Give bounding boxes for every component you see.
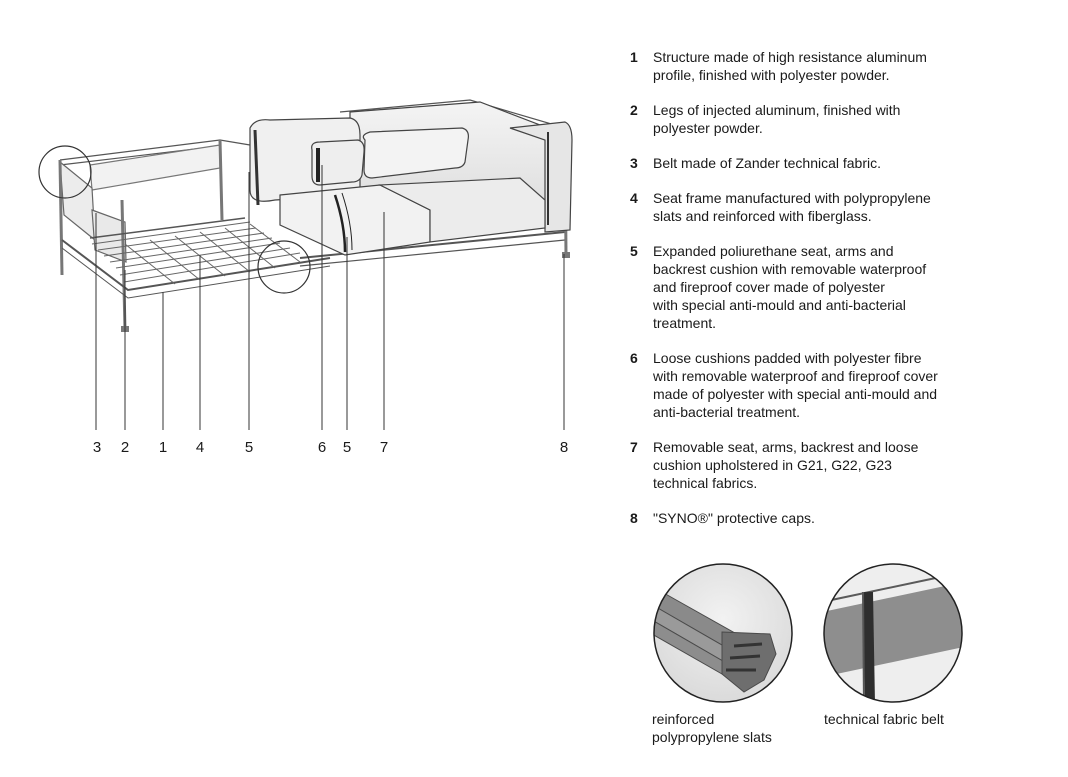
spec-text: Structure made of high resistance alumin… [653,49,927,83]
spec-text: Expanded poliurethane seat, arms and bac… [653,243,927,331]
spec-number: 2 [630,102,638,118]
sofa-diagram: 3 2 1 4 5 6 5 7 8 [0,0,600,470]
leader-lines [95,165,565,430]
callout-5a: 5 [244,439,254,456]
spec-number: 1 [630,49,638,65]
spec-text: "SYNO®" protective caps. [653,510,815,526]
callout-1: 1 [158,439,168,456]
spec-number: 3 [630,155,638,171]
belt-detail-image [823,563,963,703]
slats-caption: reinforced polypropylene slats [652,711,772,745]
spec-item: 7 Removable seat, arms, backrest and loo… [630,438,970,492]
spec-text: Removable seat, arms, backrest and loose… [653,439,919,491]
detail-circle-slats [257,240,311,294]
seat-cushion [279,177,546,256]
spec-item: 3 Belt made of Zander technical fabric. [630,154,970,172]
right-armrest [509,121,573,233]
spec-number: 6 [630,350,638,366]
callout-7: 7 [379,439,389,456]
detail-circle-belt [38,145,92,199]
spec-item: 8 "SYNO®" protective caps. [630,509,970,527]
belt-caption: technical fabric belt [824,711,944,727]
callout-8: 8 [559,439,569,456]
spec-item: 1 Structure made of high resistance alum… [630,48,970,84]
slats-detail-image [653,563,793,703]
spec-text: Seat frame manufactured with polypropyle… [653,190,931,224]
spec-item: 4 Seat frame manufactured with polypropy… [630,189,970,225]
sofa-illustration [38,99,573,430]
spec-number: 8 [630,510,638,526]
spec-number: 4 [630,190,638,206]
callout-5b: 5 [342,439,352,456]
slats-detail: reinforced polypropylene slats [652,562,794,745]
spec-item: 5 Expanded poliurethane seat, arms and b… [630,242,970,332]
specification-list: 1 Structure made of high resistance alum… [630,48,970,544]
loose-cushions [311,127,469,186]
callout-4: 4 [195,439,205,456]
spec-item: 6 Loose cushions padded with polyester f… [630,349,970,421]
callout-3: 3 [92,439,102,456]
spec-text: Loose cushions padded with polyester fib… [653,350,938,420]
callout-6: 6 [317,439,327,456]
spec-number: 7 [630,439,638,455]
spec-item: 2 Legs of injected aluminum, finished wi… [630,101,970,137]
spec-number: 5 [630,243,638,259]
left-frame [58,139,331,331]
spec-text: Legs of injected aluminum, finished with… [653,102,901,136]
spec-text: Belt made of Zander technical fabric. [653,155,882,171]
callout-2: 2 [120,439,130,456]
belt-detail: technical fabric belt [822,562,964,727]
